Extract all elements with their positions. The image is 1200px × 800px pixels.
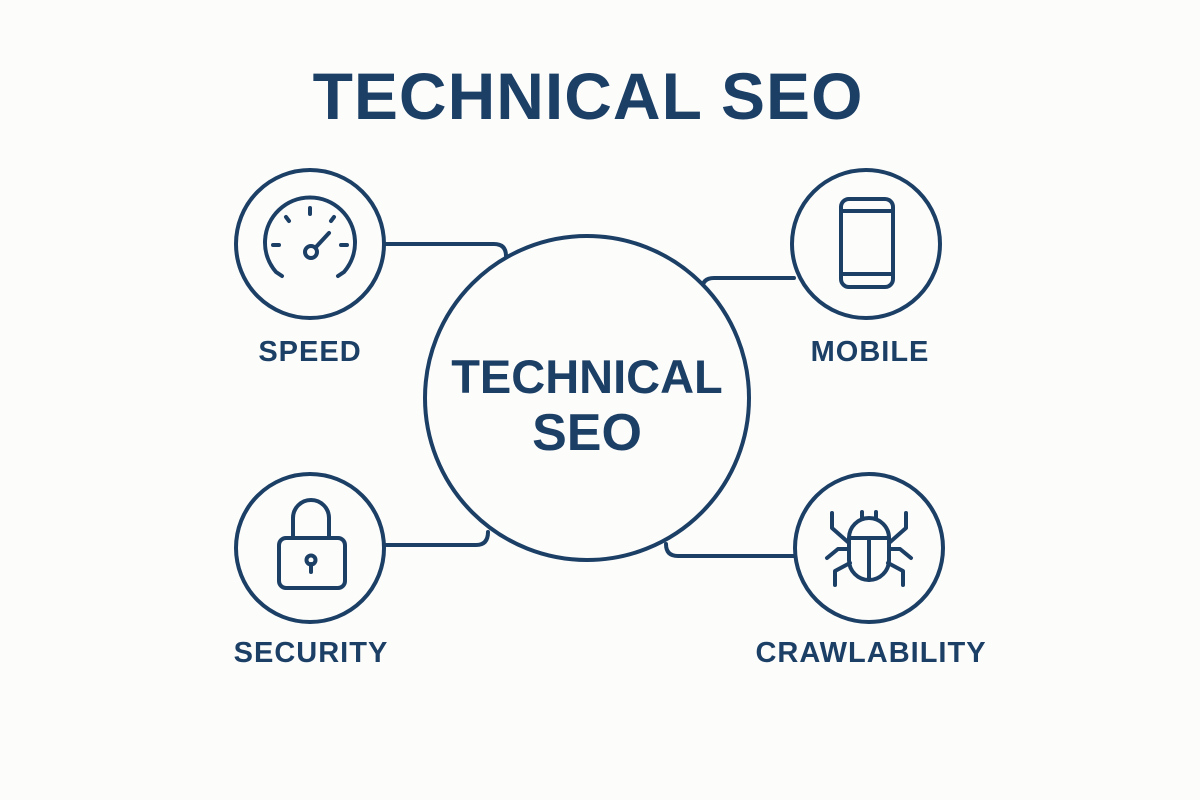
node-mobile <box>790 168 942 320</box>
center-node-circle <box>423 234 751 562</box>
center-node-line2: SEO <box>532 404 642 462</box>
speedometer-icon <box>263 195 357 278</box>
connectors <box>382 242 800 558</box>
node-speed <box>234 168 386 320</box>
bug-icon <box>825 510 913 587</box>
connector-crawlability <box>664 542 800 558</box>
center-node-line1: TECHNICAL <box>451 350 723 403</box>
label-crawlability: CRAWLABILITY <box>755 637 987 669</box>
connector-speed <box>382 242 508 258</box>
node-security-circle <box>234 472 386 624</box>
node-crawlability <box>793 472 945 624</box>
padlock-icon <box>277 498 347 590</box>
connector-mobile <box>700 276 796 292</box>
node-speed-circle <box>234 168 386 320</box>
connector-security <box>382 530 490 547</box>
label-security: SECURITY <box>233 637 389 669</box>
node-mobile-circle <box>790 168 942 320</box>
page-title: TECHNICAL SEO <box>312 59 864 133</box>
smartphone-icon <box>839 197 895 289</box>
node-security <box>234 472 386 624</box>
label-mobile: MOBILE <box>810 336 930 368</box>
center-node-label: TECHNICAL SEO <box>407 349 767 461</box>
label-speed: SPEED <box>258 336 362 368</box>
